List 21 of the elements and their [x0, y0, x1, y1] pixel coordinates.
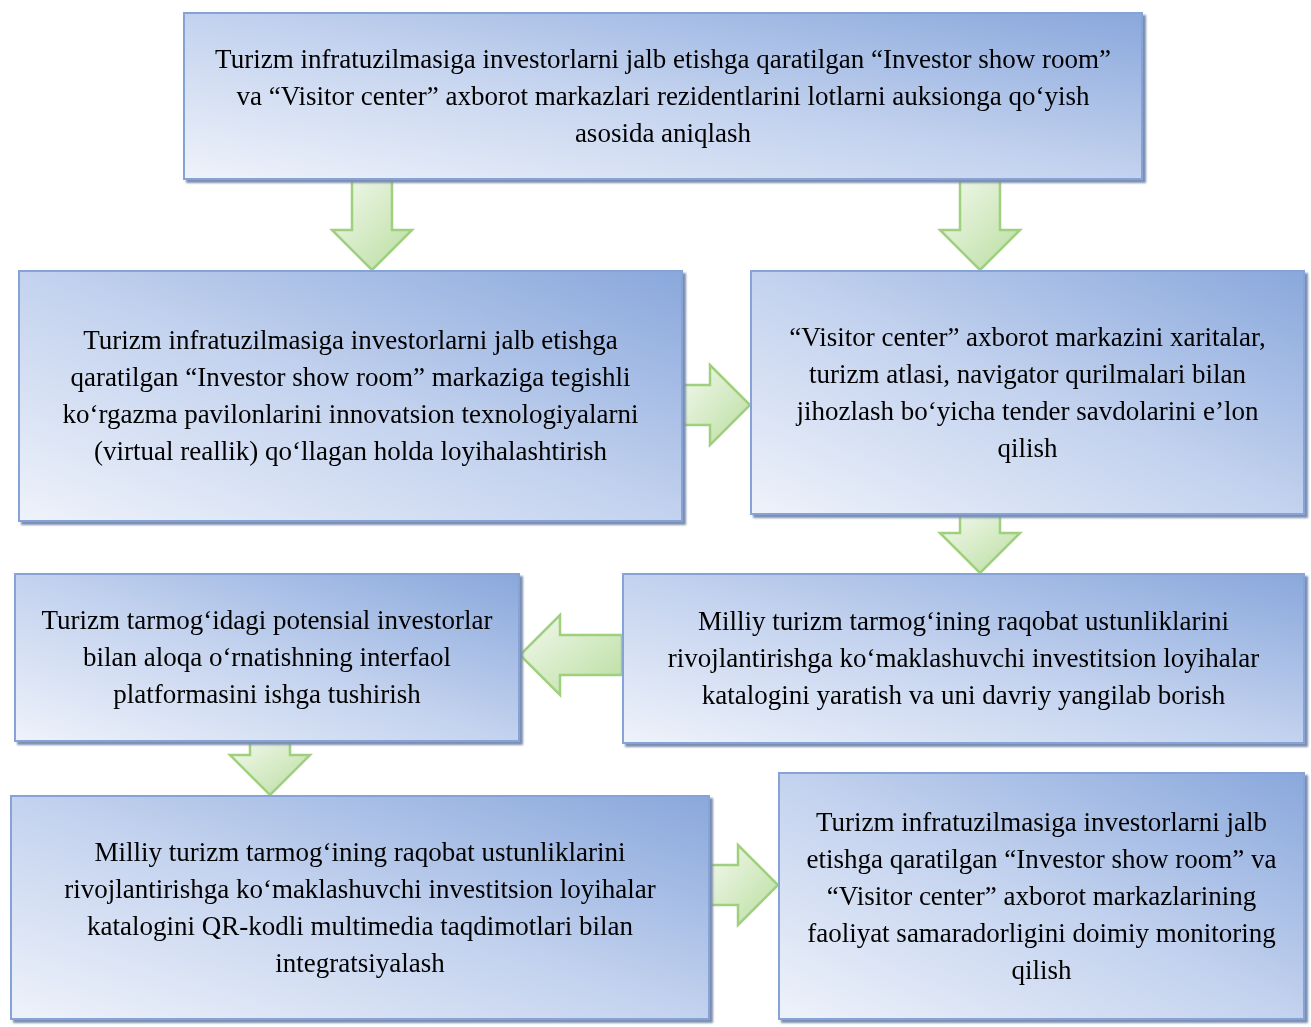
process-box: [10, 795, 710, 1020]
process-box: [778, 772, 1305, 1020]
block-arrow: [937, 178, 1023, 272]
box-text: Turizm tarmog‘idagi potensial investorlar bilan aloqa o‘rnatishning interfaol platformasini ishga tushirish: [40, 604, 494, 711]
block-arrow: [937, 513, 1023, 575]
box-text: “Visitor center” axborot markazini xaritalar, turizm atlasi, navigator qurilmalari bilan jihozlash bo‘yicha tender savdolarini e’lon qilish: [788, 320, 1267, 465]
box-text: Milliy turizm tarmog‘ining raqobat ustunliklarini rivojlantirishga ko‘maklashuvchi investitsion loyihalar katalogini QR-kodli multimedia taqdimotlari bilan integratsiyalash: [63, 835, 657, 980]
process-box: [750, 270, 1305, 515]
block-arrow: [681, 362, 752, 448]
box-text: Turizm infratuzilmasiga investorlarni jalb etishga qaratilgan “Investor show room” va “Visitor center” axborot markazlari rezidentlarini lotlarni auksionga qo‘yish asosida aniqlash: [214, 42, 1112, 150]
box-text: Turizm infratuzilmasiga investorlarni jalb etishga qaratilgan “Investor show room” markaziga tegishli ko‘rgazma pavilonlarini innovatsion texnologiyalarni (virtual reallik) qo‘llagan holda loyihalashtirish: [61, 324, 640, 468]
box-text: Milliy turizm tarmog‘ining raqobat ustunliklarini rivojlantirishga ko‘maklashuvchi investitsion loyihalar katalogini yaratish va uni davriy yangilab borish: [666, 605, 1261, 712]
block-arrow: [329, 178, 415, 272]
process-box: [183, 12, 1143, 180]
process-box: [18, 270, 683, 522]
box-text: Turizm infratuzilmasiga investorlarni jalb etishga qaratilgan “Investor show room” va “Visitor center” axborot markazlarining faoliyat samaradorligini doimiy monitoring qilish: [805, 805, 1278, 987]
block-arrow: [708, 842, 780, 928]
block-arrow: [227, 740, 313, 797]
process-box: [14, 573, 520, 742]
block-arrow: [518, 612, 624, 698]
process-box: [622, 573, 1305, 744]
